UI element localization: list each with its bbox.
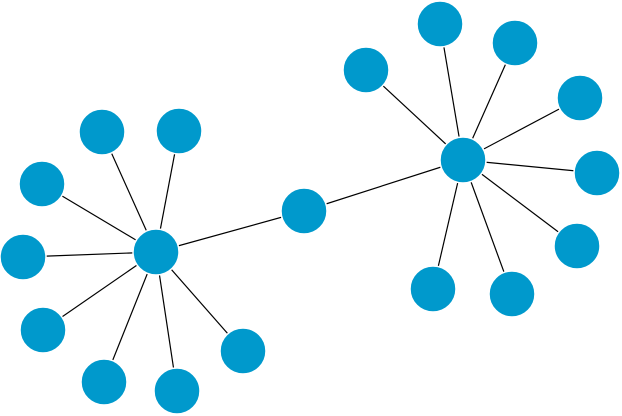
node-r4 [556, 74, 604, 122]
node-l4 [0, 233, 47, 281]
node-l3 [18, 160, 66, 208]
node-right-hub [439, 136, 487, 184]
node-l1 [78, 108, 126, 156]
node-r6 [553, 222, 601, 270]
edge-bridge-right-hub [303, 159, 464, 212]
node-bridge [280, 187, 328, 235]
node-r7 [488, 270, 536, 318]
node-r2 [416, 0, 464, 48]
node-l2 [155, 107, 203, 155]
edge-left-hub-bridge [155, 210, 305, 253]
node-l8 [219, 327, 267, 375]
node-l7 [153, 367, 201, 415]
edge-right-hub-r7 [462, 159, 513, 295]
node-r5 [573, 149, 621, 197]
node-r1 [342, 46, 390, 94]
node-r3 [491, 19, 539, 67]
node-l5 [19, 306, 67, 354]
node-l6 [80, 358, 128, 406]
node-left-hub [132, 228, 180, 276]
node-r8 [409, 265, 457, 313]
edge-right-hub-r6 [462, 159, 578, 247]
